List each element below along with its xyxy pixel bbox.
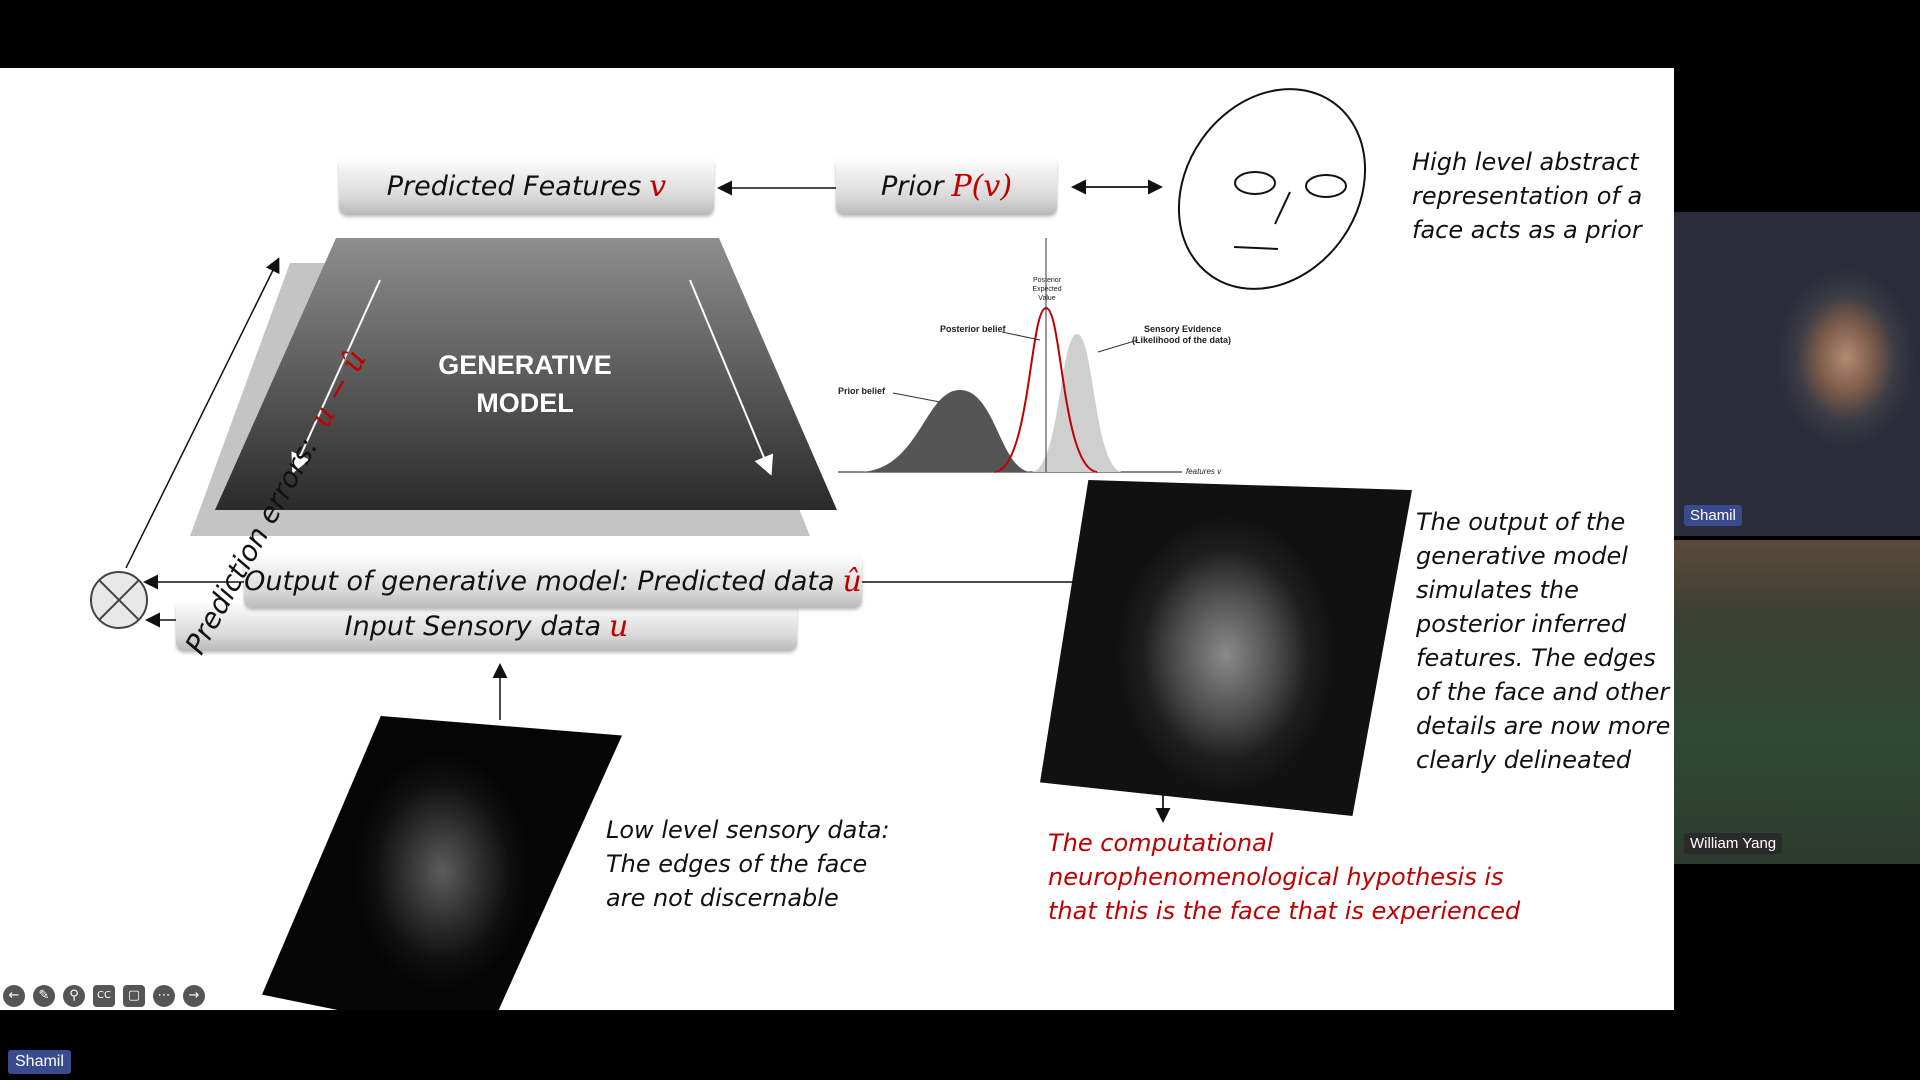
- predicted-features-label: Predicted Features: [386, 170, 642, 202]
- generative-model-shape: [215, 238, 837, 510]
- note-line: generative model: [1416, 542, 1628, 570]
- prior-bar: Prior P(v): [836, 157, 1057, 215]
- prior-label: Prior: [880, 170, 944, 202]
- pen-icon[interactable]: ✎: [33, 985, 55, 1007]
- prior-symbol: P(v): [951, 168, 1013, 204]
- zoom-icon[interactable]: ⚲: [63, 985, 85, 1007]
- note-line: neurophenomenological hypothesis is: [1048, 863, 1504, 891]
- note-line: representation of a: [1412, 182, 1643, 210]
- output-model-symbol: û: [842, 563, 862, 599]
- note-line: The computational: [1048, 829, 1274, 857]
- participant-tile-william-yang[interactable]: William Yang: [1674, 540, 1920, 864]
- note-line: The edges of the face: [606, 850, 868, 878]
- presentation-slide: Posterior belief Sensory Evidence (Likel…: [0, 68, 1674, 1010]
- generative-model-line2: MODEL: [476, 388, 574, 418]
- mini-bayes-chart: [838, 238, 1182, 473]
- more-icon[interactable]: ⋯: [153, 985, 175, 1007]
- predicted-features-symbol: v: [649, 168, 667, 204]
- mini-chart-label-sensory-sub: (Likelihood of the data): [1132, 335, 1231, 345]
- note-line: clearly delineated: [1416, 746, 1632, 774]
- mini-chart-label-sensory: Sensory Evidence: [1144, 324, 1222, 334]
- back-arrow-icon[interactable]: ←: [3, 985, 25, 1007]
- posterior-face-image: [1040, 480, 1412, 816]
- note-line: The output of the: [1416, 508, 1626, 536]
- mini-chart-label-expected: Posterior Expected Value: [1032, 277, 1062, 302]
- output-model-bar: Output of generative model: Predicted da…: [244, 554, 862, 608]
- comparator-icon: [90, 571, 148, 629]
- video-off-icon[interactable]: ▢: [123, 985, 145, 1007]
- captions-icon[interactable]: CC: [93, 985, 115, 1007]
- note-line: that this is the face that is experience…: [1048, 897, 1521, 925]
- input-sensory-symbol: u: [609, 608, 629, 644]
- hypothesis-note: The computational neurophenomenological …: [1048, 826, 1520, 928]
- note-line: High level abstract: [1412, 148, 1639, 176]
- low-level-note: Low level sensory data: The edges of the…: [606, 813, 890, 915]
- participant-tile-shamil[interactable]: Shamil: [1674, 212, 1920, 536]
- mini-chart-axis-label: features v: [1186, 467, 1222, 476]
- note-line: face acts as a prior: [1412, 216, 1642, 244]
- note-line: Low level sensory data:: [606, 816, 890, 844]
- face-sketch-icon: [1177, 88, 1367, 290]
- participant-name: William Yang: [1684, 833, 1783, 854]
- generative-model-label: GENERATIVE MODEL: [390, 346, 660, 422]
- output-model-label: Output of generative model: Predicted da…: [244, 565, 835, 597]
- note-line: simulates the: [1416, 576, 1579, 604]
- mini-chart-label-prior: Prior belief: [838, 386, 886, 396]
- predicted-features-bar: Predicted Features v: [339, 157, 714, 215]
- mini-chart-label-posterior: Posterior belief: [940, 324, 1006, 334]
- high-level-note: High level abstract representation of a …: [1412, 145, 1642, 247]
- participant-name: Shamil: [1684, 505, 1742, 526]
- forward-arrow-icon[interactable]: →: [183, 985, 205, 1007]
- self-view-name: Shamil: [8, 1050, 71, 1074]
- note-line: details are now more: [1416, 712, 1671, 740]
- note-line: posterior inferred: [1416, 610, 1627, 638]
- input-sensory-label: Input Sensory data: [344, 610, 602, 642]
- note-line: are not discernable: [606, 884, 839, 912]
- note-line: of the face and other: [1416, 678, 1670, 706]
- input-sensory-bar: Input Sensory data u: [176, 601, 797, 651]
- generative-model-line1: GENERATIVE: [438, 350, 612, 380]
- diagram-svg: [90, 88, 1367, 823]
- output-note: The output of the generative model simul…: [1416, 505, 1670, 777]
- note-line: features. The edges: [1416, 644, 1656, 672]
